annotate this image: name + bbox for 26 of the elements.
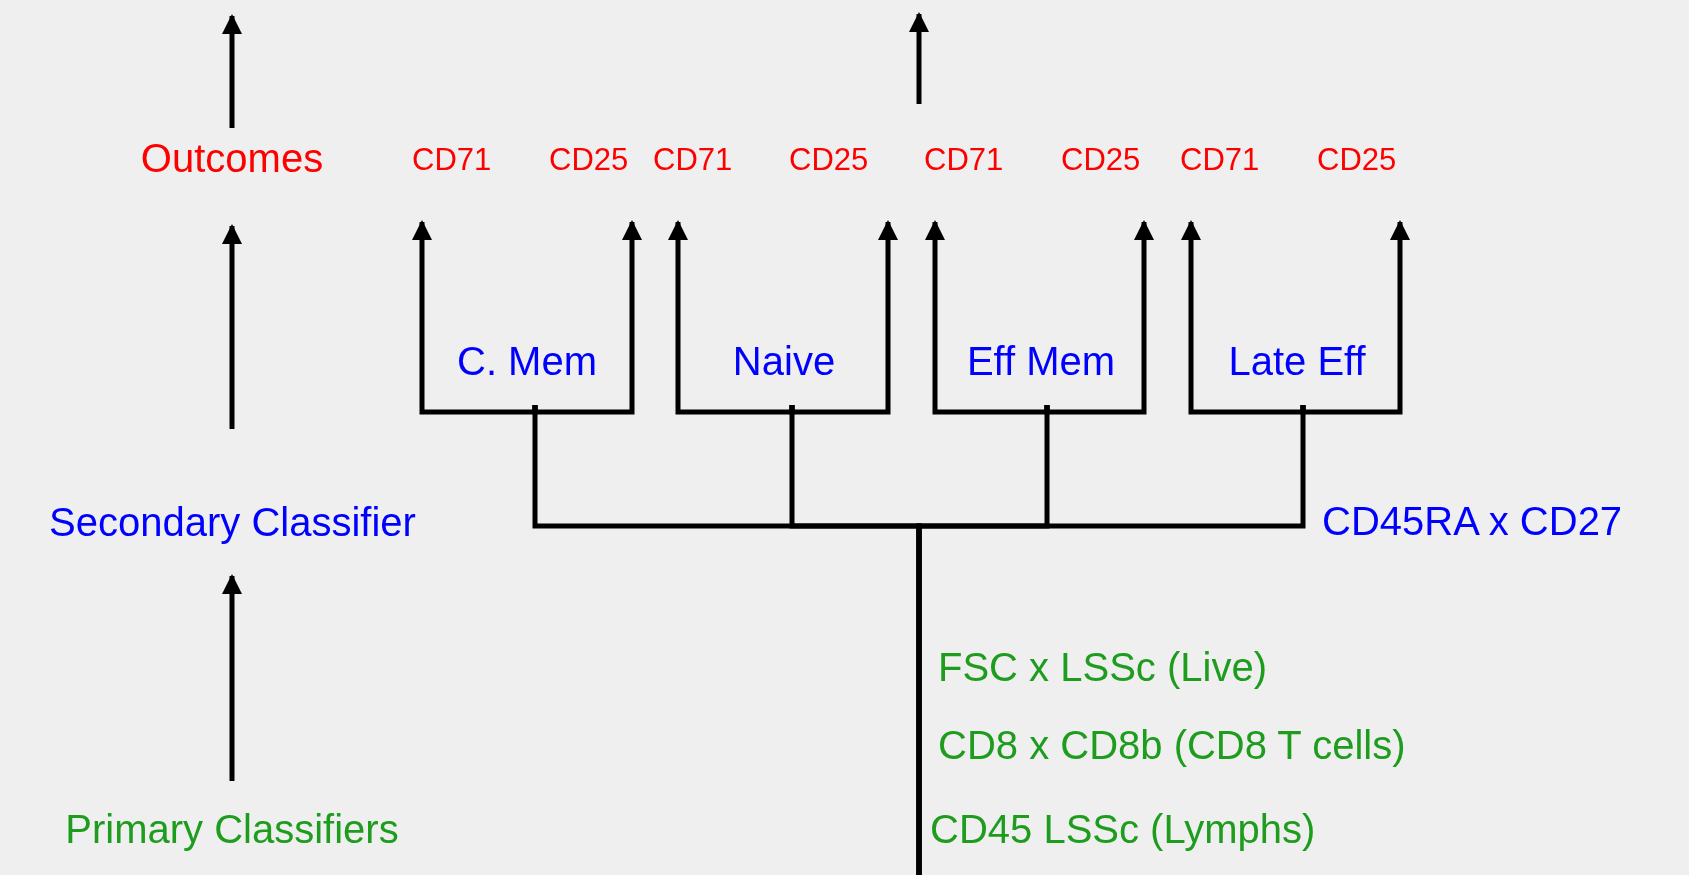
classifier-label: CD8 x CD8b (CD8 T cells): [938, 722, 1406, 769]
subset-label: Eff Mem: [966, 338, 1116, 385]
outcome-label: CD25: [1317, 141, 1397, 179]
classifier-label: CD45RA x CD27: [1322, 498, 1623, 545]
level-label: Primary Classifiers: [65, 806, 399, 853]
subset-label: C. Mem: [457, 338, 597, 385]
level-label: Outcomes: [140, 135, 324, 182]
arrow: [222, 14, 242, 128]
outcome-label: CD71: [412, 141, 492, 179]
level-label: Secondary Classifier: [49, 499, 416, 546]
outcome-label: CD25: [789, 141, 869, 179]
outcome-label: CD71: [924, 141, 1004, 179]
arrow: [1300, 220, 1410, 415]
subset-label: Late Eff: [1228, 338, 1366, 385]
classifier-label: CD45 LSSc (Lymphs): [930, 806, 1316, 853]
subset-label: Naive: [732, 338, 836, 385]
arrow: [789, 220, 898, 415]
outcome-label: CD25: [549, 141, 629, 179]
arrow: [222, 224, 242, 429]
arrow: [532, 220, 642, 415]
outcome-label: CD25: [1061, 141, 1141, 179]
outcome-label: CD71: [653, 141, 733, 179]
outcome-label: CD71: [1180, 141, 1260, 179]
arrow: [1044, 220, 1154, 415]
classifier-label: FSC x LSSc (Live): [938, 644, 1267, 691]
arrow: [222, 574, 242, 781]
